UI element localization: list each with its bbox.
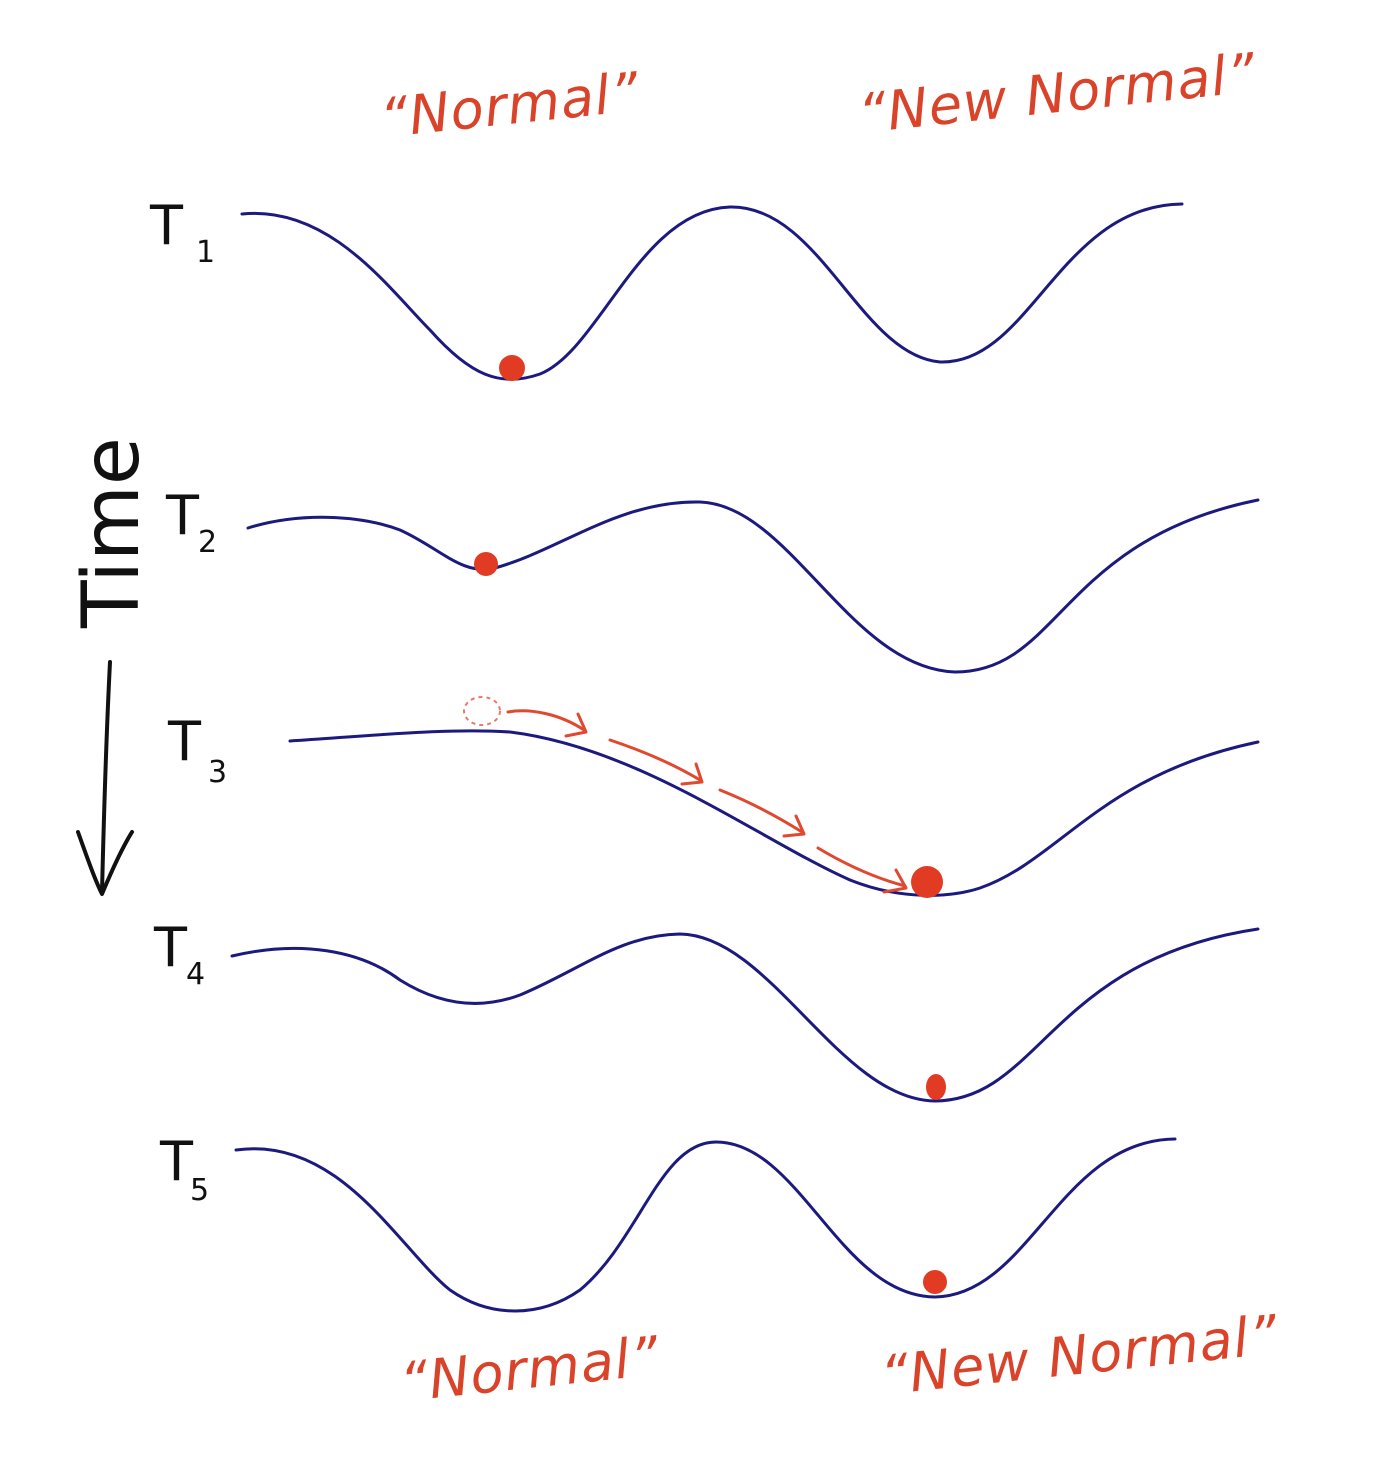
row-label-t5-index: 5: [190, 1173, 209, 1208]
ball-t2: [474, 552, 498, 576]
landscape-curve-t5: [234, 1137, 1177, 1313]
ball-t1: [499, 355, 525, 381]
row-label-t2-letter: T: [165, 484, 200, 547]
row-label-t3-letter: T: [167, 710, 202, 773]
row-label-t4-letter: T: [153, 916, 188, 979]
landscape-curve-t2: [246, 498, 1260, 674]
row-t3: T 3: [167, 696, 1260, 898]
label-normal-bottom: “Normal”: [397, 1324, 662, 1414]
ball-t3: [911, 866, 943, 898]
roll-path-arrows: [506, 709, 908, 894]
landscape-curve-t3: [288, 729, 1260, 897]
row-t4: T 4: [153, 916, 1260, 1103]
row-label-t5-letter: T: [159, 1130, 194, 1193]
row-label-t2-index: 2: [198, 525, 217, 560]
label-new-normal-bottom: “New Normal”: [878, 1303, 1282, 1407]
ball-t5: [923, 1270, 947, 1294]
time-axis-arrowhead: [76, 830, 134, 896]
row-label-t1-index: 1: [196, 235, 215, 270]
landscape-curve-t4: [230, 927, 1260, 1103]
ball-t3-start-ghost: [463, 696, 501, 726]
time-axis-line: [100, 660, 112, 894]
label-new-normal-top: “New Normal”: [855, 41, 1259, 145]
landscape-curve-t1: [240, 202, 1184, 381]
row-t2: T 2: [165, 484, 1260, 674]
row-label-t3-index: 3: [208, 755, 227, 790]
row-t1: T 1: [149, 194, 1184, 381]
row-label-t1-letter: T: [149, 194, 184, 257]
label-normal-top: “Normal”: [377, 60, 642, 150]
row-label-t4-index: 4: [186, 957, 205, 992]
time-axis-label: Time: [67, 437, 157, 629]
ball-t4: [926, 1074, 946, 1100]
time-axis: Time: [67, 437, 157, 896]
row-t5: T 5: [159, 1130, 1177, 1313]
